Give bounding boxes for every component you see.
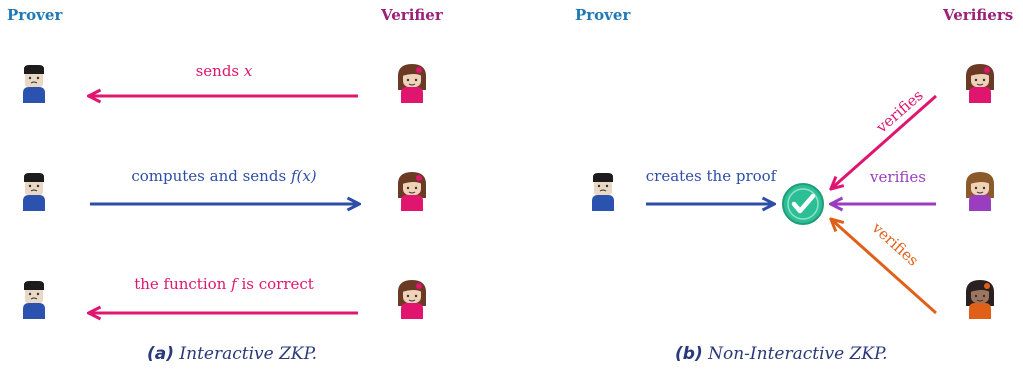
panel-b-prover-header: Prover bbox=[575, 6, 631, 24]
verifier-avatar-icon bbox=[965, 64, 995, 103]
arrow-verifies-bottom bbox=[832, 220, 937, 315]
arrow-label-computes: computes and sends f(x) bbox=[131, 167, 316, 185]
verifier-avatar-icon bbox=[965, 280, 995, 319]
panel-a-verifier-header: Verifier bbox=[381, 6, 443, 24]
verify-arrow-middle: verifies bbox=[832, 168, 936, 204]
panel-a-prover-header: Prover bbox=[7, 6, 63, 24]
prover-avatar-icon bbox=[23, 173, 45, 211]
label-verifies-bottom: verifies bbox=[868, 218, 922, 269]
panel-b-prover-arrow: creates the proof bbox=[646, 167, 778, 204]
panel-a-row-2: computes and sends f(x) bbox=[90, 167, 358, 204]
verifier-avatar-icon bbox=[397, 172, 427, 211]
panel-b-verifiers-header: Verifiers bbox=[943, 6, 1014, 24]
verify-arrow-bottom: verifies bbox=[832, 218, 937, 315]
arrow-label-sends-x: sends x bbox=[196, 62, 253, 80]
verifier-avatar-icon bbox=[397, 280, 427, 319]
verifier-avatar-icon bbox=[397, 64, 427, 103]
panel-b-caption: (b) Non-Interactive ZKP. bbox=[675, 344, 888, 364]
label-verifies-middle: verifies bbox=[869, 168, 926, 186]
panel-a-caption: (a) Interactive ZKP. bbox=[147, 344, 318, 364]
panel-a-row-3: the function f is correct bbox=[90, 275, 358, 313]
label-creates-proof: creates the proof bbox=[646, 167, 778, 185]
check-icon bbox=[782, 183, 824, 225]
prover-avatar-icon bbox=[23, 281, 45, 319]
arrow-verifies-top bbox=[832, 94, 937, 188]
panel-a-row-1: sends x bbox=[90, 62, 358, 96]
arrow-label-function-correct: the function f is correct bbox=[134, 275, 314, 293]
verifier-avatar-icon bbox=[965, 172, 995, 211]
prover-avatar-icon bbox=[592, 173, 614, 211]
prover-avatar-icon bbox=[23, 65, 45, 103]
